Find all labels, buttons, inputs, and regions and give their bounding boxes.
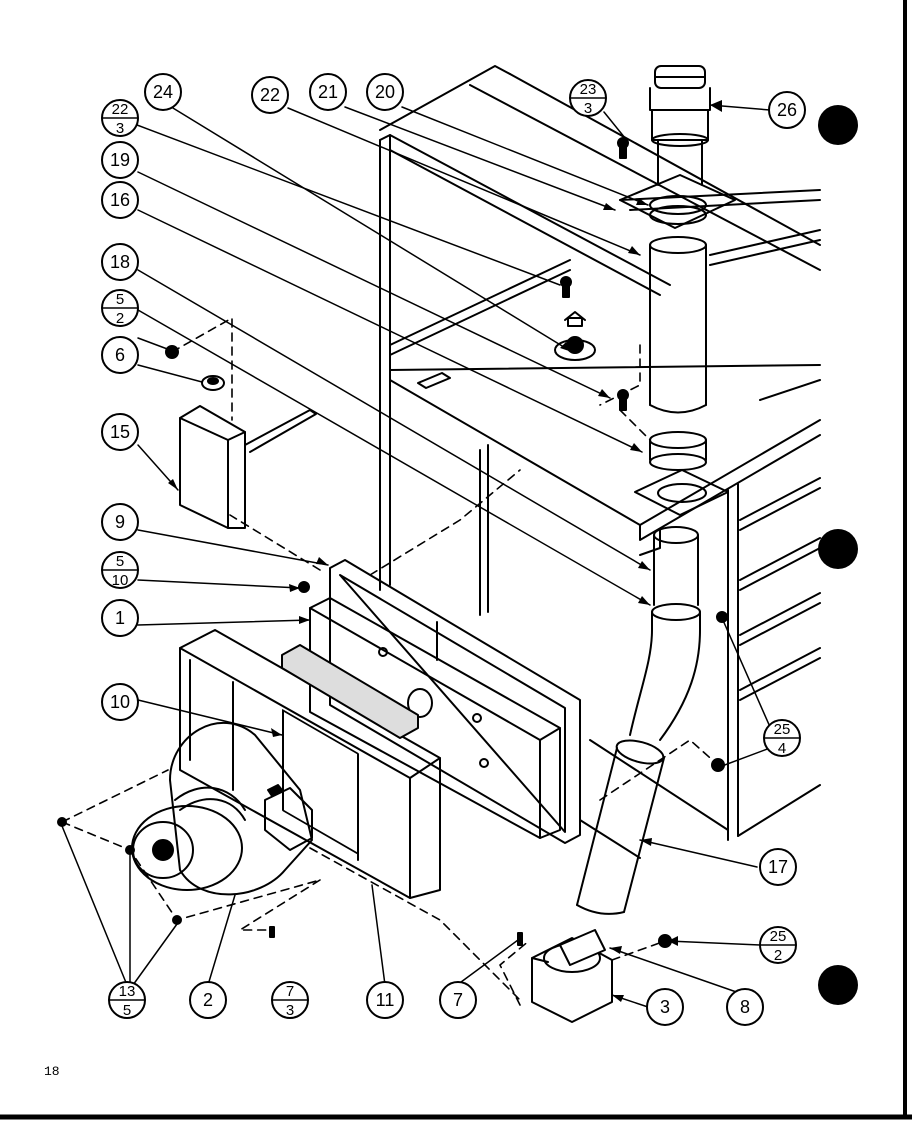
- cabinet-frame: [379, 65, 821, 859]
- callout-17: [759, 848, 797, 886]
- callout-10-label: 10: [110, 692, 130, 712]
- inducer-blower: [131, 722, 313, 896]
- callout-16-label: 16: [110, 190, 130, 210]
- callout-22-3-top: 22: [112, 101, 129, 118]
- control-box: [179, 405, 317, 529]
- fasteners: [57, 137, 728, 948]
- callout-13-5-bottom: 5: [123, 1002, 131, 1019]
- callout-25-2-bottom: 2: [774, 947, 782, 964]
- drain-trap: [531, 929, 613, 1023]
- callout-19-label: 19: [110, 150, 130, 170]
- callout-3-label: 3: [660, 997, 670, 1017]
- callout-15-label: 15: [110, 422, 130, 442]
- callout-22: [251, 76, 289, 114]
- callout-24-label: 24: [153, 82, 173, 102]
- callout-21-label: 21: [318, 82, 338, 102]
- callout-25-4-top: 25: [774, 721, 791, 738]
- callout-8-label: 8: [740, 997, 750, 1017]
- callout-9: [101, 503, 139, 541]
- callout-26: [768, 91, 806, 129]
- callout-13-5-top: 13: [119, 983, 136, 1000]
- callout-20-label: 20: [375, 82, 395, 102]
- callout-1-label: 1: [115, 608, 125, 628]
- callout-23-3-bottom: 3: [584, 100, 592, 117]
- callout-6-label: 6: [115, 345, 125, 365]
- callout-5-10-top: 5: [116, 553, 124, 570]
- arrowheads: [168, 100, 722, 1002]
- callout-25-4-bottom: 4: [778, 740, 786, 757]
- vent-pipe-assembly: [576, 65, 736, 915]
- callout-16: [101, 181, 139, 219]
- callout-18-label: 18: [110, 252, 130, 272]
- burner-housing: [179, 629, 441, 899]
- callout-2: [189, 981, 227, 1019]
- callout-5-2-top: 5: [116, 291, 124, 308]
- callout-22-3-bottom: 3: [116, 120, 124, 137]
- fraction-bars: [102, 97, 800, 1001]
- callout-24: [144, 73, 182, 111]
- callout-23-3-top: 23: [580, 81, 597, 98]
- callout-9-label: 9: [115, 512, 125, 532]
- callout-2-label: 2: [203, 990, 213, 1010]
- callout-19: [101, 141, 139, 179]
- callout-11-label: 11: [376, 990, 395, 1010]
- callout-5-2-bottom: 2: [116, 310, 124, 327]
- page-number: 18: [44, 1064, 60, 1079]
- callout-22-label: 22: [260, 85, 280, 105]
- callout-25-2-top: 25: [770, 928, 787, 945]
- callout-10: [101, 683, 139, 721]
- callout-17-label: 17: [768, 857, 788, 877]
- callout-1: [101, 599, 139, 637]
- callout-7-label: 7: [453, 990, 463, 1010]
- callout-7-3-top: 7: [286, 983, 294, 1000]
- callout-5-10-bottom: 10: [112, 572, 129, 589]
- pressure-switch: [554, 311, 596, 361]
- callout-21: [309, 73, 347, 111]
- leader-lines: [61, 104, 779, 1008]
- heat-exchanger: [309, 559, 581, 844]
- registration-marks: [818, 105, 858, 1005]
- callout-3: [646, 988, 684, 1026]
- grommet: [201, 375, 225, 391]
- callout-7-3-bottom: 3: [286, 1002, 294, 1019]
- callout-6: [101, 336, 139, 374]
- callout-7: [439, 981, 477, 1019]
- callout-15: [101, 413, 139, 451]
- callout-20: [366, 73, 404, 111]
- callout-18: [101, 243, 139, 281]
- callout-labels: 24 22 3 22 21 20 23 3 26 19 16 18 5 2 6 …: [110, 81, 797, 1019]
- callout-8: [726, 988, 764, 1026]
- callout-26-label: 26: [777, 100, 797, 120]
- callout-11: [366, 981, 404, 1019]
